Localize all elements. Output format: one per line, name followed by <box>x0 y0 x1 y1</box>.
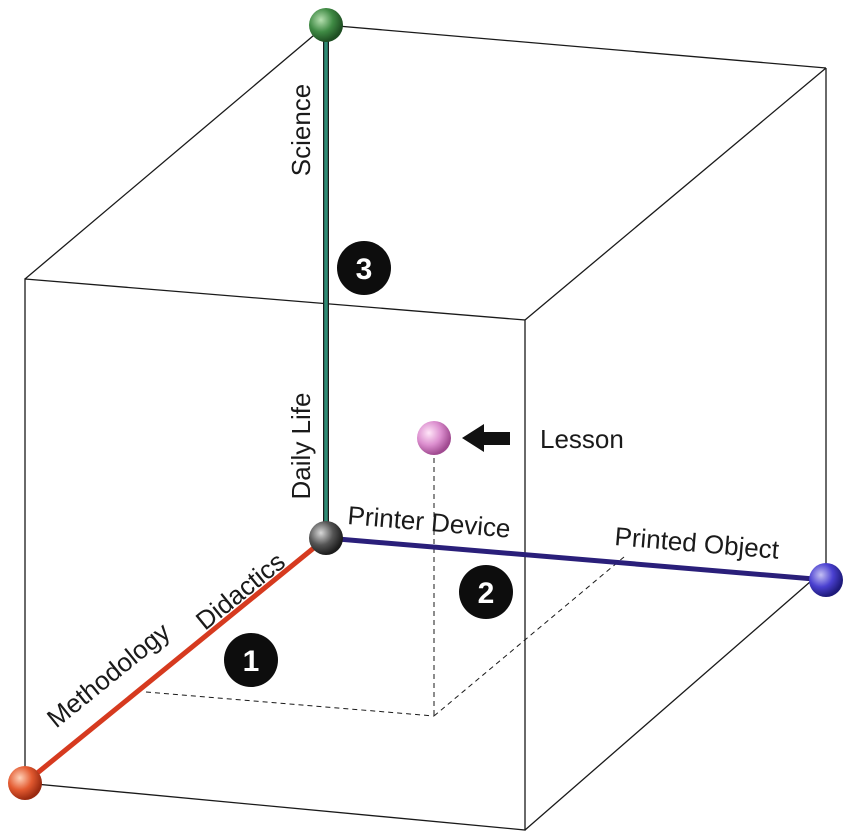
badge-1: 1 <box>224 633 278 687</box>
printer-device-label: Printer Device <box>346 500 511 544</box>
axis-horizontal-line <box>325 535 827 583</box>
node-methodology <box>8 766 42 800</box>
node-science <box>309 8 343 42</box>
badge-2: 2 <box>459 565 513 619</box>
axis-diagonal-line <box>23 536 328 785</box>
science-label: Science <box>286 84 316 177</box>
node-printed-object <box>809 563 843 597</box>
svg-text:3: 3 <box>356 253 373 286</box>
badge-3: 3 <box>337 241 391 295</box>
svg-text:2: 2 <box>478 577 495 610</box>
projection-guides <box>145 440 625 717</box>
didactics-label: Didactics <box>190 546 291 636</box>
cube-front-face <box>24 278 526 831</box>
printed-object-label: Printed Object <box>613 521 780 565</box>
svg-text:1: 1 <box>243 645 260 678</box>
arrow-left-icon <box>462 424 510 452</box>
node-lesson <box>417 421 451 455</box>
cube-back-face <box>325 24 827 568</box>
cube-depth-edges <box>24 24 827 831</box>
lesson-label: Lesson <box>540 424 624 454</box>
node-origin <box>309 521 343 555</box>
daily-life-label: Daily Life <box>286 393 316 500</box>
